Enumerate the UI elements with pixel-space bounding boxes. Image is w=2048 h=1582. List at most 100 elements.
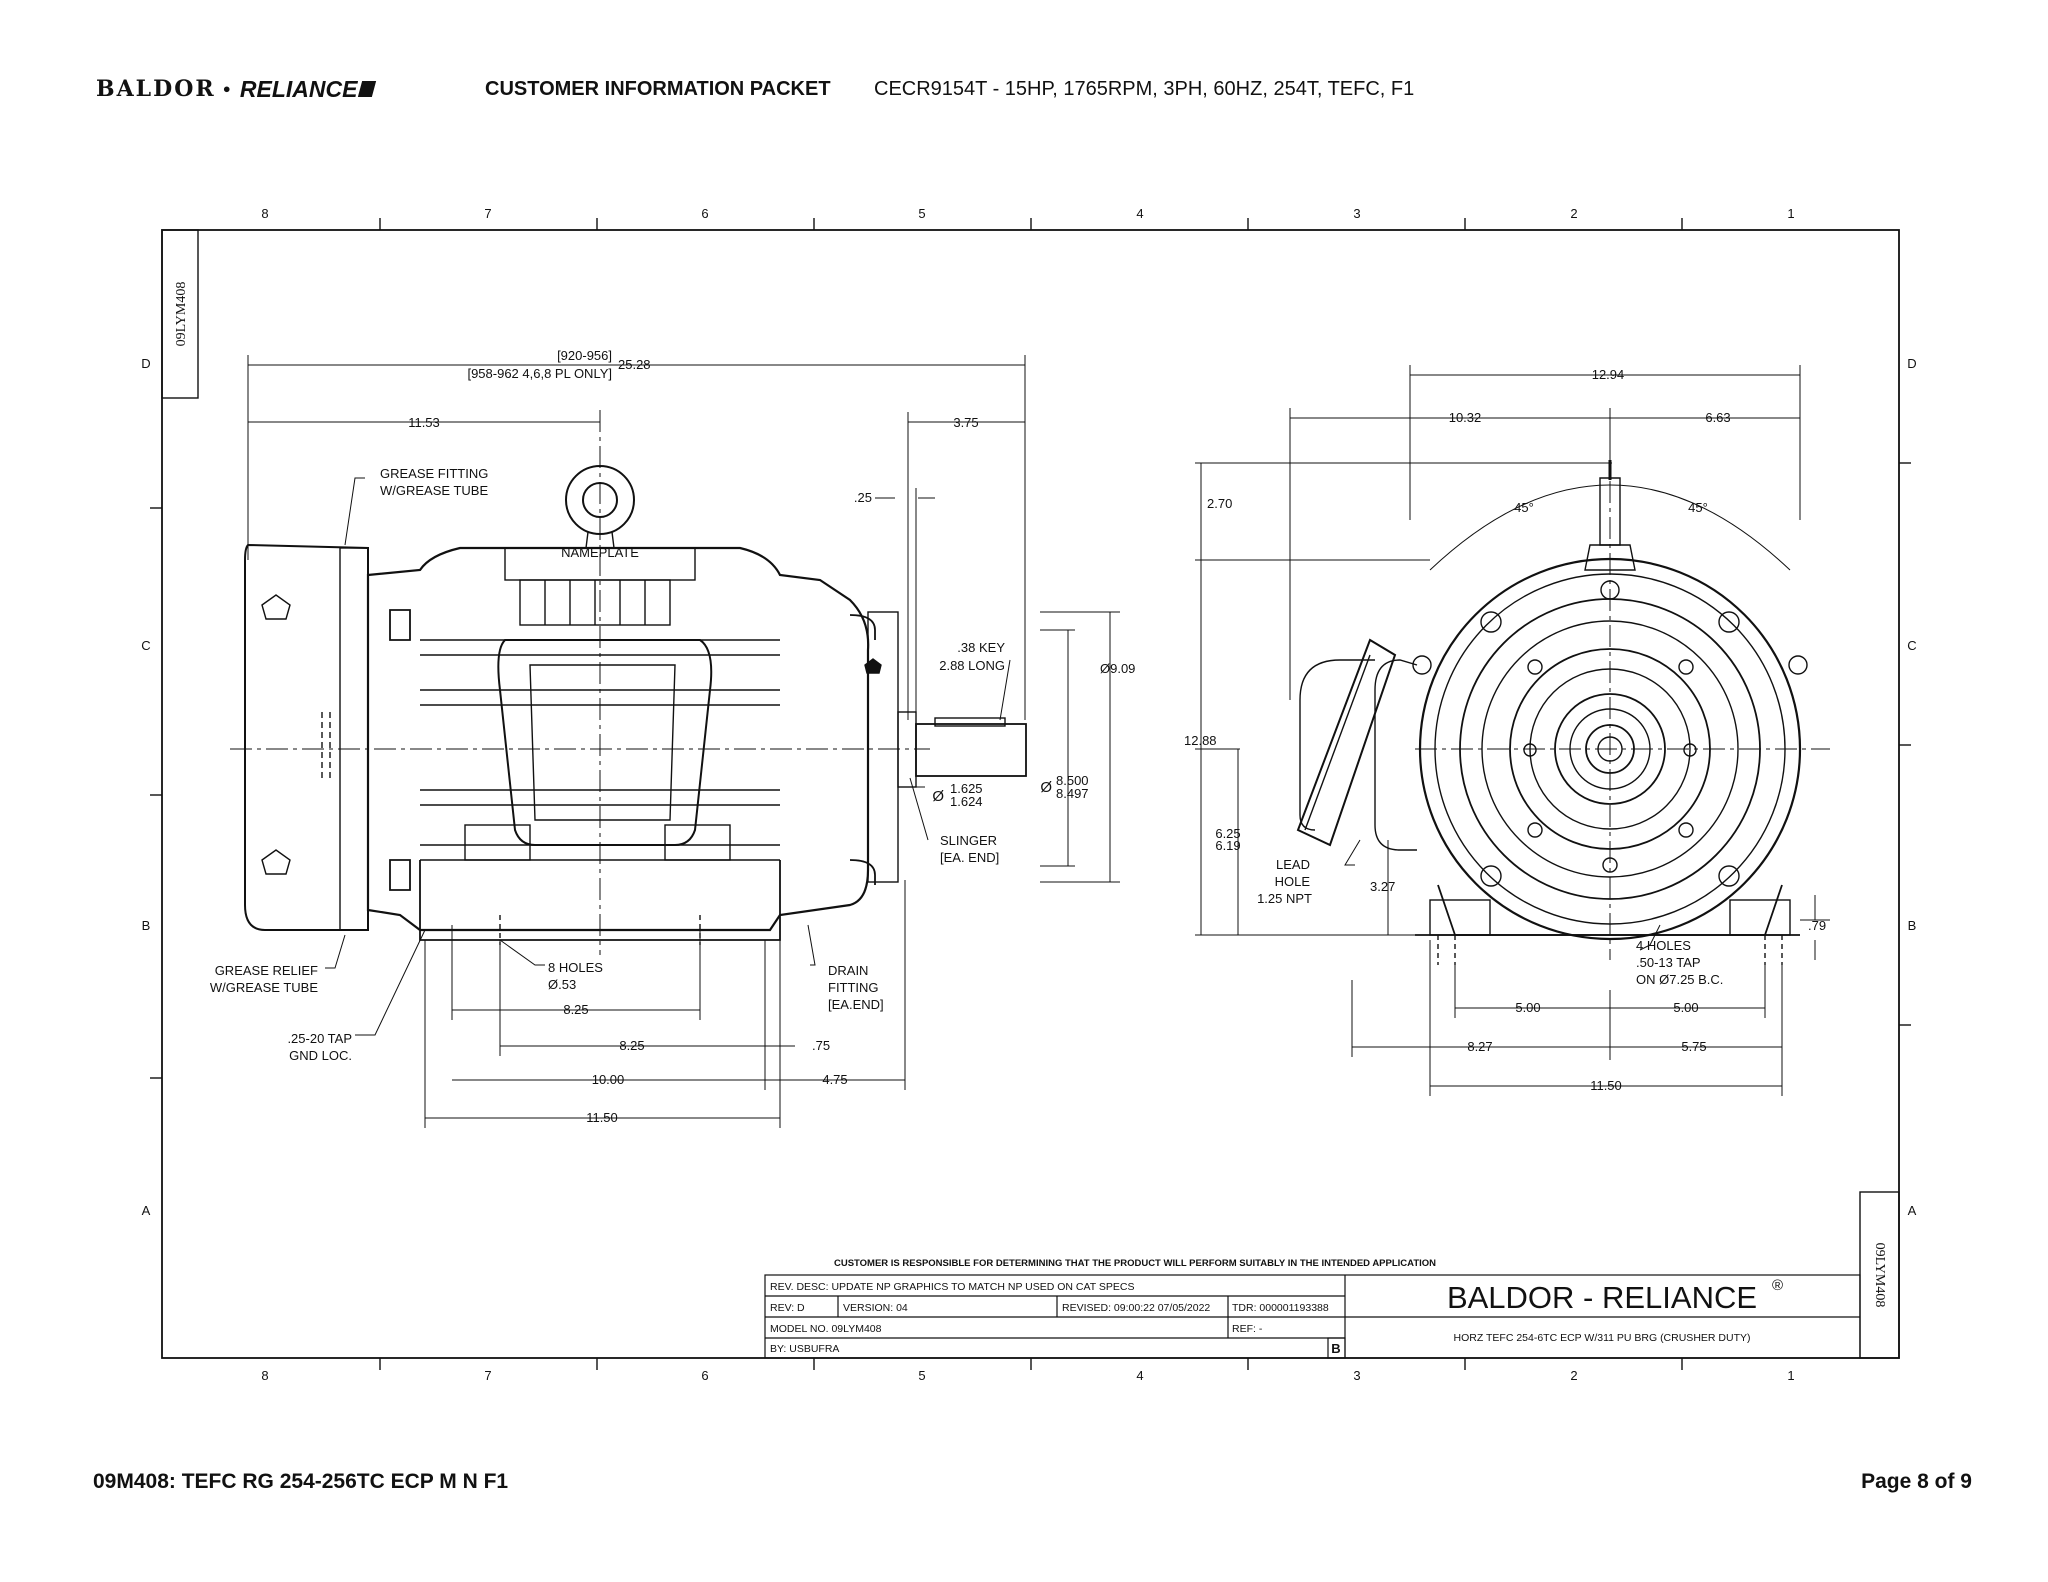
dim-2-70: 2.70 [1207, 496, 1232, 511]
dim-79: .79 [1808, 918, 1826, 933]
product-title: HORZ TEFC 254-6TC ECP W/311 PU BRG (CRUS… [1454, 1332, 1751, 1344]
dim-3-75: 3.75 [953, 415, 978, 430]
tap-holes-label-2: .50-13 TAP [1636, 955, 1701, 970]
title-block [764, 1274, 1861, 1359]
grease-fitting-label-1: GREASE FITTING [380, 466, 488, 481]
footer-document-id: 09M408: TEFC RG 254-256TC ECP M N F1 [93, 1470, 509, 1493]
key-label-1: .38 KEY [957, 640, 1005, 655]
disclaimer: CUSTOMER IS RESPONSIBLE FOR DETERMINING … [834, 1258, 1436, 1269]
dim-3-27: 3.27 [1370, 879, 1395, 894]
drain-label-3: [EA.END] [828, 997, 884, 1012]
revised-date: REVISED: 09:00:22 07/05/2022 [1062, 1302, 1210, 1314]
end-view [1296, 445, 1830, 965]
zone-col-bottom-8: 1 [1787, 1368, 1794, 1383]
zone-col-top-8: 1 [1787, 206, 1794, 221]
pilot-dia-symbol: Ø [1040, 779, 1052, 796]
grease-relief-label-1: GREASE RELIEF [215, 963, 318, 978]
packet-title: CUSTOMER INFORMATION PACKET [485, 77, 831, 100]
zone-col-bottom-4: 5 [918, 1368, 925, 1383]
shaft-dia-min: 1.624 [950, 794, 983, 809]
dim-4-75: 4.75 [822, 1072, 847, 1087]
zone-col-top-2: 7 [484, 206, 491, 221]
zone-col-top-7: 2 [1570, 206, 1577, 221]
company-name: BALDOR - RELIANCE [1447, 1280, 1757, 1315]
grease-fitting-label-2: W/GREASE TUBE [380, 483, 488, 498]
brand-reliance: RELIANCE [239, 75, 358, 102]
brand-baldor: BALDOR [96, 76, 216, 102]
feet-holes-label-2: Ø.53 [548, 977, 576, 992]
slinger-label-2: [EA. END] [940, 850, 999, 865]
angle-right: 45° [1688, 500, 1708, 515]
dim-11-50-end: 11.50 [1590, 1078, 1622, 1093]
dim-6-19: 6.19 [1215, 838, 1240, 853]
brand-logo: BALDOR • RELIANCE [96, 74, 377, 104]
drawing-id-box-top [161, 229, 199, 399]
zone-col-bottom-1: 8 [261, 1368, 268, 1383]
tap-label-1: .25-20 TAP [287, 1031, 352, 1046]
overall-note-1: [920-956] [557, 348, 612, 363]
dim-8-25-a: 8.25 [563, 1002, 588, 1017]
tap-label-2: GND LOC. [289, 1048, 352, 1063]
dim-8-25-b: 8.25 [619, 1038, 644, 1053]
dim-5-00-b: 5.00 [1673, 1000, 1698, 1015]
dim-12-94: 12.94 [1592, 367, 1625, 382]
dim-75: .75 [812, 1038, 830, 1053]
brand-separator: • [221, 79, 234, 99]
zone-row-left-d: D [141, 356, 150, 371]
drain-label-1: DRAIN [828, 963, 868, 978]
zone-ticks [150, 218, 1911, 1370]
zone-row-left-a: A [142, 1203, 151, 1218]
zone-row-right-a: A [1908, 1203, 1917, 1218]
dim-10-00: 10.00 [592, 1072, 625, 1087]
zone-row-right-c: C [1907, 638, 1916, 653]
zone-row-left-b: B [142, 918, 151, 933]
dim-10-32: 10.32 [1449, 410, 1482, 425]
zone-col-bottom-3: 6 [701, 1368, 708, 1383]
zone-col-bottom-2: 7 [484, 1368, 491, 1383]
zone-col-top-6: 3 [1353, 206, 1360, 221]
zone-col-bottom-7: 2 [1570, 1368, 1577, 1383]
zone-row-right-b: B [1908, 918, 1917, 933]
footer-page-number: Page 8 of 9 [1861, 1470, 1972, 1493]
nameplate-label: NAMEPLATE [561, 545, 639, 560]
dim-25: .25 [854, 490, 872, 505]
lead-hole-label-2: HOLE [1275, 874, 1311, 889]
overall-note-2: [958-962 4,6,8 PL ONLY] [467, 366, 612, 381]
lead-hole-label-3: 1.25 NPT [1257, 891, 1312, 906]
registered-mark: ® [1772, 1277, 1783, 1294]
drawing-id-bottom: 09LYM408 [1872, 1243, 1887, 1308]
slinger-label-1: SLINGER [940, 833, 997, 848]
tdr-number: TDR: 000001193388 [1232, 1302, 1329, 1314]
product-description: CECR9154T - 15HP, 1765RPM, 3PH, 60HZ, 25… [874, 77, 1415, 100]
feet-holes-label-1: 8 HOLES [548, 960, 603, 975]
zone-col-bottom-5: 4 [1136, 1368, 1143, 1383]
zone-col-top-1: 8 [261, 206, 268, 221]
tap-holes-label-1: 4 HOLES [1636, 938, 1691, 953]
dim-6-63: 6.63 [1705, 410, 1730, 425]
side-view-dimensions [247, 355, 1120, 1128]
version: VERSION: 04 [843, 1302, 908, 1314]
zone-col-bottom-6: 3 [1353, 1368, 1360, 1383]
sheet-letter: B [1331, 1341, 1340, 1356]
author: BY: USBUFRA [770, 1343, 839, 1355]
dim-12-88: 12.88 [1184, 733, 1217, 748]
tap-holes-label-3: ON Ø7.25 B.C. [1636, 972, 1723, 987]
zone-row-right-d: D [1907, 356, 1916, 371]
dim-5-75: 5.75 [1681, 1039, 1706, 1054]
lead-hole-label-1: LEAD [1276, 857, 1310, 872]
reference: REF: - [1232, 1323, 1263, 1335]
side-view [230, 410, 1027, 955]
dim-dia-9-09: Ø9.09 [1100, 661, 1135, 676]
pilot-dia-max: 8.500 [1056, 773, 1089, 788]
drain-label-2: FITTING [828, 980, 879, 995]
dim-5-00-a: 5.00 [1515, 1000, 1540, 1015]
zone-col-top-3: 6 [701, 206, 708, 221]
grease-relief-label-2: W/GREASE TUBE [210, 980, 318, 995]
zone-col-top-5: 4 [1136, 206, 1143, 221]
drawing-id-top: 09LYM408 [174, 282, 189, 347]
angle-left: 45° [1514, 500, 1534, 515]
dim-6-25: 6.25 [1215, 826, 1240, 841]
rev-description: REV. DESC: UPDATE NP GRAPHICS TO MATCH N… [770, 1281, 1134, 1293]
